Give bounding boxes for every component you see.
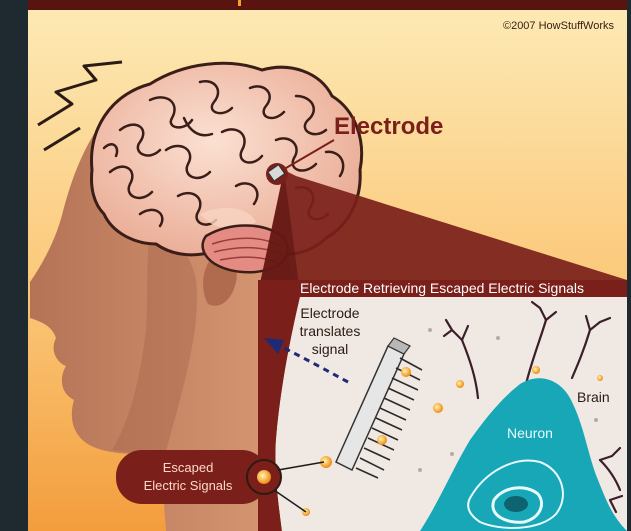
signal-dot [597,375,603,381]
tissue-speck [496,336,500,340]
tissue-speck [418,468,422,472]
signal-dot [532,366,540,374]
top-strip [28,0,627,10]
tissue-speck [594,418,598,422]
signal-dot [377,435,387,445]
signal-dot [401,367,411,377]
translates-label-line3: signal [312,341,349,357]
escaped-label-line2: Electric Signals [144,478,233,493]
credit-text: ©2007 HowStuffWorks [503,20,615,32]
brain-label: Brain [577,389,610,405]
signal-dot [433,403,443,413]
inset-panel: Electrode Retrieving Escaped Electric Si… [258,280,627,531]
signal-dot [456,380,464,388]
translates-label-line2: translates [300,323,361,339]
top-strip-marker [238,0,241,6]
translates-label-line1: Electrode [300,305,359,321]
escaped-callout-dot [257,470,271,484]
escaped-label-line1: Escaped [163,460,214,475]
inset-banner-title: Electrode Retrieving Escaped Electric Si… [300,280,584,296]
electrode-label: Electrode [334,113,443,140]
tissue-speck [450,452,454,456]
escaped-signals-badge [116,450,268,504]
tissue-speck [428,328,432,332]
neuron-label: Neuron [507,425,553,441]
electrode-chip [266,163,288,185]
neuron-nucleus [504,496,528,512]
